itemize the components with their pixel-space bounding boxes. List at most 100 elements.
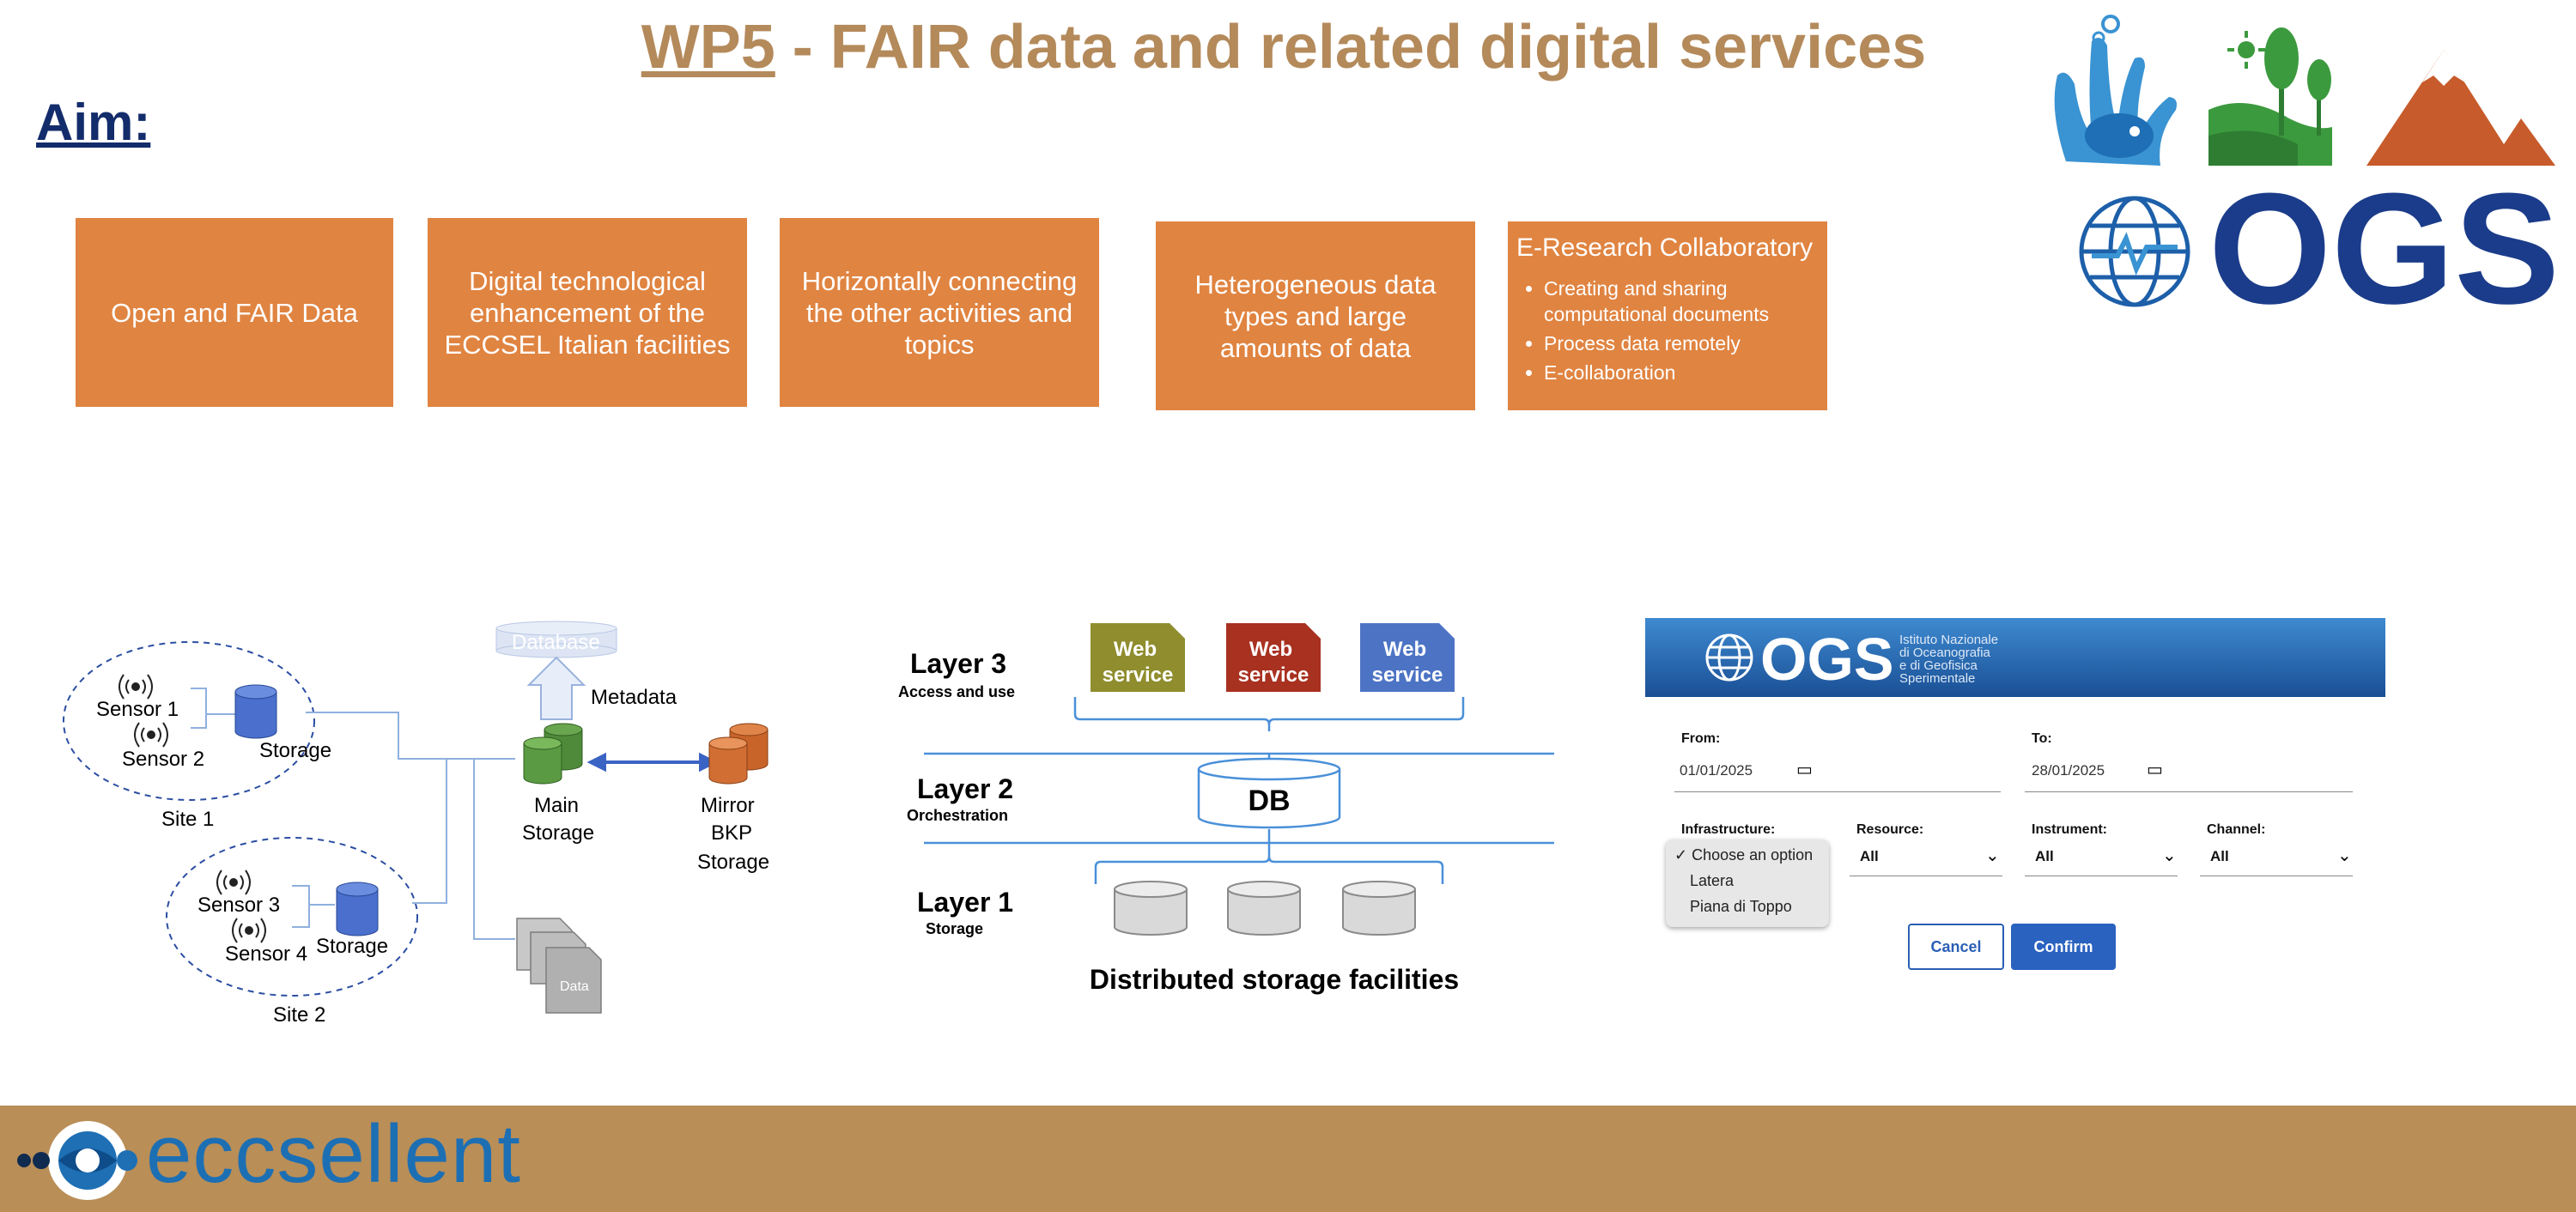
sensor1-label: Sensor 1 <box>96 698 179 721</box>
eresearch-item: Process data remotely <box>1544 330 1819 356</box>
sensor-icon <box>118 674 266 943</box>
site1-label: Site 1 <box>161 808 214 831</box>
metadata-label: Metadata <box>591 686 677 709</box>
aim-box-heterogeneous: Heterogeneous data types and large amoun… <box>1156 221 1475 410</box>
eccsellent-logo-icon <box>17 1121 137 1200</box>
landscape-icon <box>2208 27 2332 166</box>
title-rest: - FAIR data and related digital services <box>775 13 1927 82</box>
web-service-label: Web <box>1114 638 1157 661</box>
dropdown-option[interactable]: ✓ Choose an option <box>1674 846 1814 864</box>
web-service-label: service <box>1103 664 1174 687</box>
institute-line: di Oceanografia <box>1899 645 1990 660</box>
distributed-storage-label: Distributed storage facilities <box>1090 964 1459 995</box>
from-date-input[interactable]: 01/01/2025 <box>1680 762 1753 779</box>
institute-line: Sperimentale <box>1899 671 1976 686</box>
web-service-group <box>1091 623 1455 692</box>
storage-cylinder-icon <box>234 684 379 936</box>
main-storage-label: Main <box>534 794 579 817</box>
web-service-badge <box>1091 623 1185 692</box>
instrument-label: Instrument: <box>2032 822 2107 837</box>
storage-label: Storage <box>259 739 331 762</box>
layers-diagram: Layer 3 Access and use Layer 2 Orchestra… <box>898 623 1554 995</box>
mirror-label: BKP <box>711 821 752 845</box>
replication-arrow <box>586 752 719 773</box>
db-cylinder-icon <box>1197 757 1341 829</box>
aim-box-horizontal: Horizontally connecting the other activi… <box>780 218 1099 407</box>
web-service-label: service <box>1238 664 1309 687</box>
calendar-icon[interactable]: ▭ <box>2147 761 2163 779</box>
mirror-label: Storage <box>697 851 769 874</box>
sensor3-label: Sensor 3 <box>197 894 280 917</box>
dropdown-option[interactable]: Piana di Toppo <box>1690 898 1792 915</box>
web-service-label: Web <box>1249 638 1292 661</box>
web-service-label: service <box>1372 664 1443 687</box>
layer3-label: Layer 3 <box>910 648 1006 679</box>
mountain-icon <box>2366 50 2555 166</box>
form-header-logo: OGS <box>1760 626 1894 693</box>
site1-ellipse <box>63 641 315 801</box>
main-storage-icon <box>523 723 583 785</box>
institute-line: e di Geofisica <box>1899 658 1978 673</box>
web-service-badge <box>1226 623 1321 692</box>
form-header <box>1645 618 2385 697</box>
to-underline <box>2025 791 2353 792</box>
eresearch-title: E-Research Collaboratory <box>1516 233 1814 262</box>
to-label: To: <box>2032 731 2052 746</box>
main-storage-label: Storage <box>522 821 594 845</box>
metadata-arrow <box>526 656 586 720</box>
chevron-down-icon[interactable]: ⌄ <box>2162 846 2177 865</box>
resource-label: Resource: <box>1856 822 1924 837</box>
layer2-label: Layer 2 <box>917 773 1013 804</box>
form-header-institute: Istituto Nazionale di Oceanografia e di … <box>1899 633 2011 685</box>
ogs-logo-text: OGS <box>2208 160 2555 316</box>
page-title: WP5 - FAIR data and related digital serv… <box>0 12 2567 82</box>
site2-ellipse <box>166 837 418 997</box>
aim-box-digital-enhancement: Digital technological enhancement of the… <box>428 218 747 407</box>
database-cylinder-icon <box>495 621 617 658</box>
chevron-down-icon[interactable]: ⌄ <box>1985 846 2000 865</box>
form-globe-icon <box>1705 633 1753 682</box>
mirror-storage-icon <box>708 723 769 785</box>
infrastructure-dropdown[interactable]: ✓ Choose an option Latera Piana di Toppo <box>1666 839 1829 927</box>
data-file-label: Data <box>560 979 589 994</box>
confirm-button[interactable]: Confirm <box>2011 924 2116 970</box>
layer2-sub: Orchestration <box>907 807 1008 824</box>
mirror-label: Mirror <box>701 794 755 817</box>
chevron-down-icon[interactable]: ⌄ <box>2337 846 2352 865</box>
instrument-select[interactable]: All <box>2035 848 2054 864</box>
aim-box-eresearch: E-Research Collaboratory Creating and sh… <box>1508 221 1827 410</box>
sensor-storage-diagram: Sensor 1 Sensor 2 Sensor 3 Sensor 4 Stor… <box>63 621 769 1027</box>
cancel-button[interactable]: Cancel <box>1908 924 2004 970</box>
footer-bar <box>0 1106 2576 1212</box>
globe-icon <box>2079 196 2190 307</box>
db-label: DB <box>1248 785 1290 817</box>
channel-select[interactable]: All <box>2210 848 2229 864</box>
layer1-label: Layer 1 <box>917 887 1013 918</box>
aim-heading: Aim: <box>36 94 151 151</box>
to-date-input[interactable]: 28/01/2025 <box>2032 762 2105 779</box>
data-files-icon <box>516 918 602 1014</box>
site2-label: Site 2 <box>273 1003 325 1027</box>
eresearch-list: Creating and sharing computational docum… <box>1516 276 1819 385</box>
sensor2-label: Sensor 2 <box>122 748 204 771</box>
storage-label: Storage <box>316 935 388 958</box>
storage-facility-icon <box>1114 881 1416 936</box>
infrastructure-label: Infrastructure: <box>1681 822 1776 837</box>
layer1-sub: Storage <box>926 920 983 937</box>
institute-line: Istituto Nazionale <box>1899 633 1999 647</box>
eresearch-item: E-collaboration <box>1544 360 1819 385</box>
resource-select[interactable]: All <box>1860 848 1879 864</box>
layer3-sub: Access and use <box>898 683 1015 700</box>
from-underline <box>1674 791 2001 792</box>
eresearch-item: Creating and sharing computational docum… <box>1544 276 1819 327</box>
coral-icon <box>2054 15 2177 166</box>
from-label: From: <box>1681 731 1721 746</box>
title-wp: WP5 <box>641 13 775 82</box>
dropdown-option[interactable]: Latera <box>1690 872 1735 889</box>
footer-brand: eccsellent <box>146 1108 521 1200</box>
web-service-label: Web <box>1383 638 1426 661</box>
aim-box-open-fair: Open and FAIR Data <box>76 218 393 407</box>
calendar-icon[interactable]: ▭ <box>1796 761 1813 779</box>
database-label: Database <box>512 631 600 654</box>
web-service-badge <box>1360 623 1455 692</box>
